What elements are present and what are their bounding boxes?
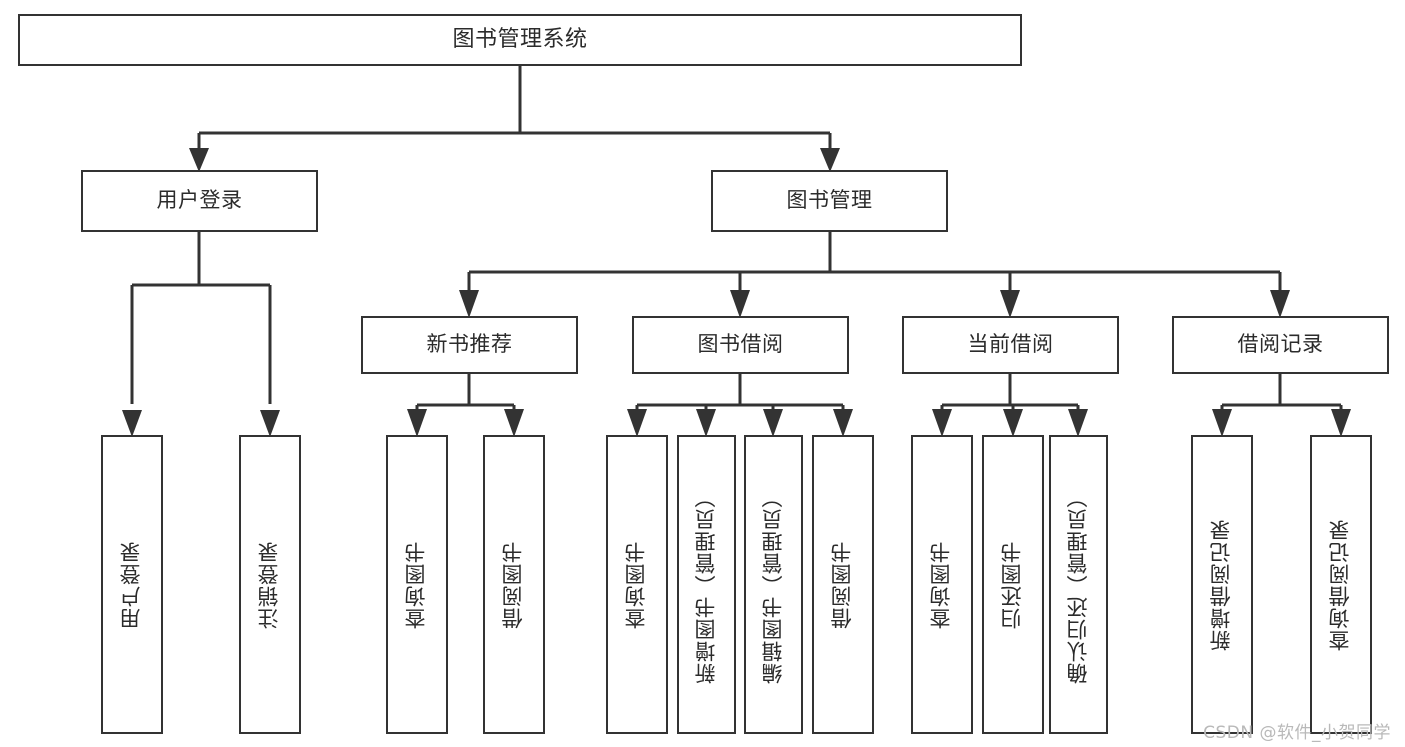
leaf-return-book[interactable]: 归还图书 [982, 435, 1044, 734]
arrowhead [1331, 409, 1351, 437]
leaf-edit-book-admin[interactable]: 编辑图书（管理员） [744, 435, 803, 734]
leaf-borrow-book-borrow[interactable]: 借阅图书 [812, 435, 874, 734]
arrowhead [407, 409, 427, 437]
leaf-borrow-book-new[interactable]: 借阅图书 [483, 435, 545, 734]
arrowhead [833, 409, 853, 437]
node-label: 注销登录 [257, 540, 282, 629]
node-label: 用户登录 [119, 540, 144, 629]
arrowhead [1212, 409, 1232, 437]
node-label: 图书管理系统 [452, 26, 588, 52]
node-label: 借阅图书 [501, 540, 526, 629]
node-label: 图书管理 [786, 188, 873, 213]
arrowhead [1270, 290, 1290, 318]
node-label: 查询借阅记录 [1328, 518, 1353, 651]
arrowhead [1068, 409, 1088, 437]
node-label: 新书推荐 [426, 332, 513, 357]
node-root-system[interactable]: 图书管理系统 [18, 14, 1022, 66]
leaf-query-book-current[interactable]: 查询图书 [911, 435, 973, 734]
arrowhead [627, 409, 647, 437]
arrowhead [189, 148, 209, 172]
node-label: 图书借阅 [697, 332, 784, 357]
leaf-user-login[interactable]: 用户登录 [101, 435, 163, 734]
node-label: 新增借阅记录 [1209, 518, 1234, 651]
arrowhead [122, 410, 142, 437]
arrowhead [1000, 290, 1020, 318]
leaf-add-borrow-record[interactable]: 新增借阅记录 [1191, 435, 1253, 734]
leaf-add-book-admin[interactable]: 新增图书（管理员） [677, 435, 736, 734]
arrowhead [504, 409, 524, 437]
leaf-query-book-new[interactable]: 查询图书 [386, 435, 448, 734]
node-label: 确认归还（管理员） [1065, 485, 1090, 684]
arrowhead [820, 148, 840, 172]
node-label: 借阅记录 [1237, 332, 1324, 357]
node-borrow-record[interactable]: 借阅记录 [1172, 316, 1389, 374]
arrowhead [459, 290, 479, 318]
arrowhead [932, 409, 952, 437]
node-label: 查询图书 [624, 540, 649, 629]
leaf-logout[interactable]: 注销登录 [239, 435, 301, 734]
arrowhead [260, 410, 280, 437]
node-label: 查询图书 [404, 540, 429, 629]
node-book-borrow[interactable]: 图书借阅 [632, 316, 849, 374]
arrowhead [696, 409, 716, 437]
node-user-login[interactable]: 用户登录 [81, 170, 318, 232]
node-label: 当前借阅 [967, 332, 1054, 357]
leaf-confirm-return-admin[interactable]: 确认归还（管理员） [1049, 435, 1108, 734]
node-label: 借阅图书 [830, 540, 855, 629]
node-current-borrow[interactable]: 当前借阅 [902, 316, 1119, 374]
arrowhead [763, 409, 783, 437]
node-label: 查询图书 [929, 540, 954, 629]
node-book-management[interactable]: 图书管理 [711, 170, 948, 232]
node-label: 编辑图书（管理员） [760, 485, 785, 684]
arrowhead [1003, 409, 1023, 437]
node-new-book-recommend[interactable]: 新书推荐 [361, 316, 578, 374]
arrowhead [730, 290, 750, 318]
leaf-query-book-borrow[interactable]: 查询图书 [606, 435, 668, 734]
leaf-query-borrow-record[interactable]: 查询借阅记录 [1310, 435, 1372, 734]
node-label: 归还图书 [1000, 540, 1025, 629]
node-label: 用户登录 [156, 188, 243, 213]
node-label: 新增图书（管理员） [693, 485, 718, 684]
